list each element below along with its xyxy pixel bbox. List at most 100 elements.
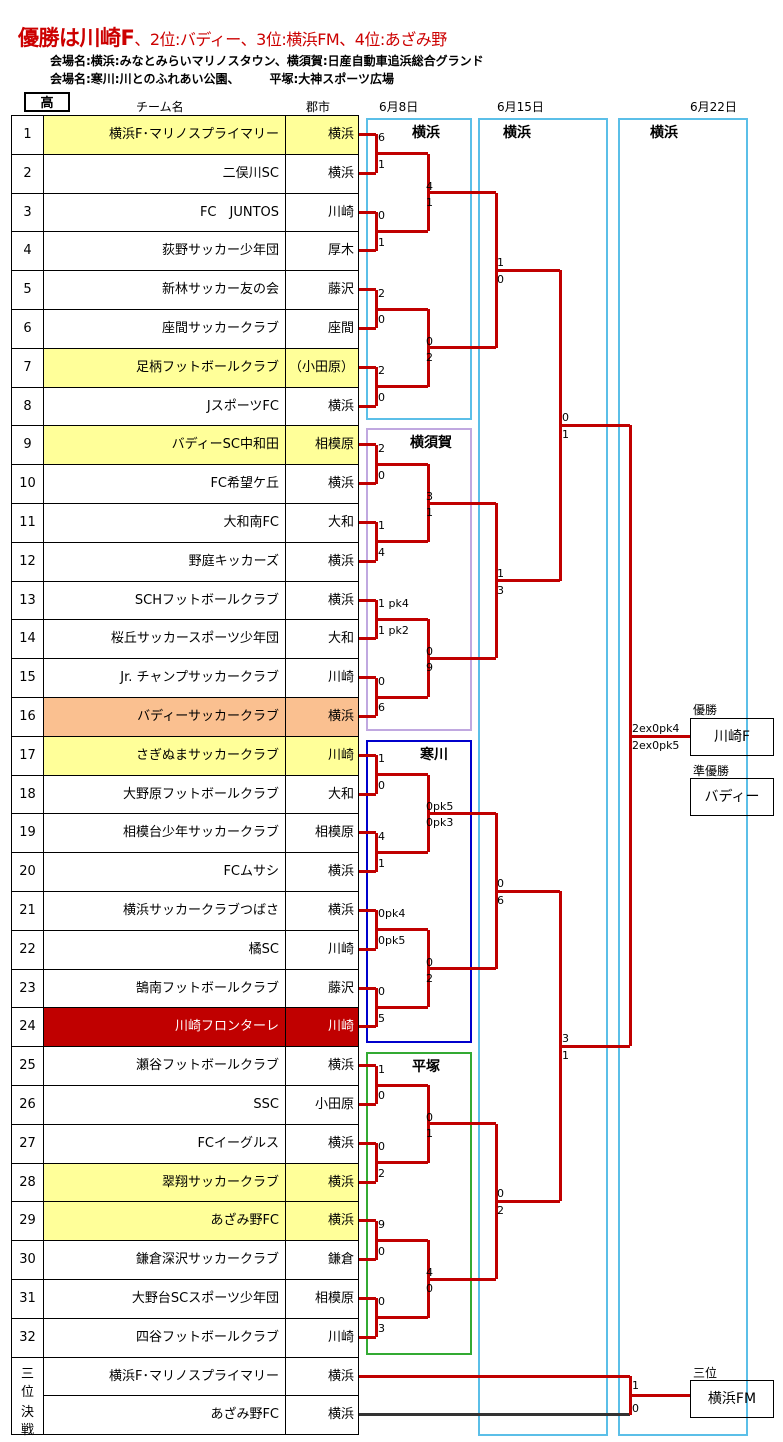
r2-score: 9 <box>426 661 433 675</box>
third-score: 1 <box>632 1379 639 1392</box>
r2-out <box>428 501 496 505</box>
r1-score: 2 <box>378 286 385 300</box>
r1-score: 0 <box>378 1244 385 1258</box>
r1-score: 0 <box>378 209 385 222</box>
team-city: 横浜 <box>285 892 359 930</box>
team-number: 16 <box>11 698 43 736</box>
r2-out <box>428 967 496 971</box>
team-name: バディーサッカークラブ <box>43 698 285 736</box>
qf-out <box>496 579 560 583</box>
third-place-label: 三位 <box>693 1366 718 1380</box>
team-name: 横浜F･マリノスプライマリー <box>43 1357 285 1396</box>
team-name: Jr. チャンプサッカークラブ <box>43 659 285 698</box>
team-number: 5 <box>11 271 43 310</box>
team-name: 川崎フロンターレ <box>43 1008 285 1047</box>
team-number <box>11 1396 43 1435</box>
r1-score: 1 <box>378 856 385 870</box>
team-name: 新林サッカー友の会 <box>43 271 285 310</box>
team-number: 21 <box>11 892 43 930</box>
venue-box-label: 横浜 <box>412 125 440 141</box>
r1-out <box>376 385 428 389</box>
team-number: 17 <box>11 736 43 775</box>
r1-score: 0pk5 <box>378 934 406 948</box>
team-number: 6 <box>11 310 43 348</box>
team-number: 12 <box>11 542 43 581</box>
venue-box-label: 横須賀 <box>410 435 452 451</box>
team-number: 31 <box>11 1280 43 1318</box>
r1-stub <box>359 986 376 990</box>
team-name: 瀬谷フットボールクラブ <box>43 1047 285 1086</box>
team-city: 横浜 <box>285 581 359 620</box>
team-city: 横浜 <box>285 387 359 426</box>
team-name: 四谷フットボールクラブ <box>43 1318 285 1357</box>
team-city: 横浜 <box>285 116 359 154</box>
header-city: 郡市 <box>306 100 331 114</box>
header-date-r1: 6月8日 <box>379 100 419 114</box>
third-label-3: 決 <box>20 1405 34 1420</box>
r1-stub <box>359 1219 376 1223</box>
team-name: 翠翔サッカークラブ <box>43 1163 285 1202</box>
r1-out <box>376 152 428 156</box>
page-title: 優勝は川崎F、2位:バディー、3位:横浜FM、4位:あざみ野 <box>18 22 447 52</box>
venue-box-label: 横浜 <box>650 125 678 141</box>
r1-stub <box>359 676 376 680</box>
r2-score: 0pk3 <box>426 816 454 830</box>
venue-box-yokohama <box>366 118 472 420</box>
team-name: FCイーグルス <box>43 1124 285 1163</box>
r1-score: 1 <box>378 752 385 766</box>
team-city: 横浜 <box>285 1357 359 1396</box>
team-number: 26 <box>11 1086 43 1124</box>
r1-out <box>376 773 428 777</box>
qf-score: 0 <box>497 877 504 890</box>
r1-score: 0 <box>378 1295 385 1309</box>
team-city: （小田原） <box>285 348 359 387</box>
sf-out <box>560 1044 630 1048</box>
team-city: 横浜 <box>285 1047 359 1086</box>
venue-line-1: 会場名:横浜:みなとみらいマリノスタウン、横須賀:日産自動車追浜総合グランド <box>50 54 484 68</box>
venue-box-hiratsuka <box>366 1052 472 1355</box>
team-city: 横浜 <box>285 154 359 193</box>
venue-box-yokohama-final <box>618 118 748 1436</box>
team-city: 大和 <box>285 775 359 814</box>
team-city: 横浜 <box>285 1202 359 1241</box>
r2-score: 0 <box>426 1282 433 1295</box>
r1-score: 2 <box>378 1167 385 1180</box>
team-city: 藤沢 <box>285 271 359 310</box>
team-number: 30 <box>11 1241 43 1280</box>
r1-score: 2 <box>378 441 385 455</box>
header-date-r2: 6月15日 <box>497 100 544 114</box>
venue-box-samukawa <box>366 740 472 1043</box>
qf-score: 0 <box>497 273 504 287</box>
r2-score: 0pk5 <box>426 800 454 814</box>
qf-score: 1 <box>497 566 504 580</box>
r1-score: 0 <box>378 985 385 998</box>
winner-label: 優勝 <box>693 703 718 717</box>
r2-score: 0 <box>426 334 433 348</box>
team-name: 桜丘サッカースポーツ少年団 <box>43 620 285 659</box>
r1-out <box>376 928 428 932</box>
third-out <box>630 1393 690 1397</box>
team-name: SCHフットボールクラブ <box>43 581 285 620</box>
team-number: 9 <box>11 426 43 465</box>
r2-score: 1 <box>426 195 433 209</box>
team-city: 藤沢 <box>285 969 359 1008</box>
r1-stub <box>359 1025 376 1029</box>
r1-score: 5 <box>378 1011 385 1025</box>
r1-stub <box>359 288 376 292</box>
team-number: 27 <box>11 1124 43 1163</box>
table-bottom-border <box>11 1434 359 1436</box>
third-score: 0 <box>632 1401 639 1415</box>
r2-out <box>428 1277 496 1281</box>
runner-up-box: バディー <box>690 778 774 816</box>
venue-box-yokohama-r3 <box>478 118 608 1436</box>
team-name: SSC <box>43 1086 285 1124</box>
r2-out <box>428 811 496 815</box>
